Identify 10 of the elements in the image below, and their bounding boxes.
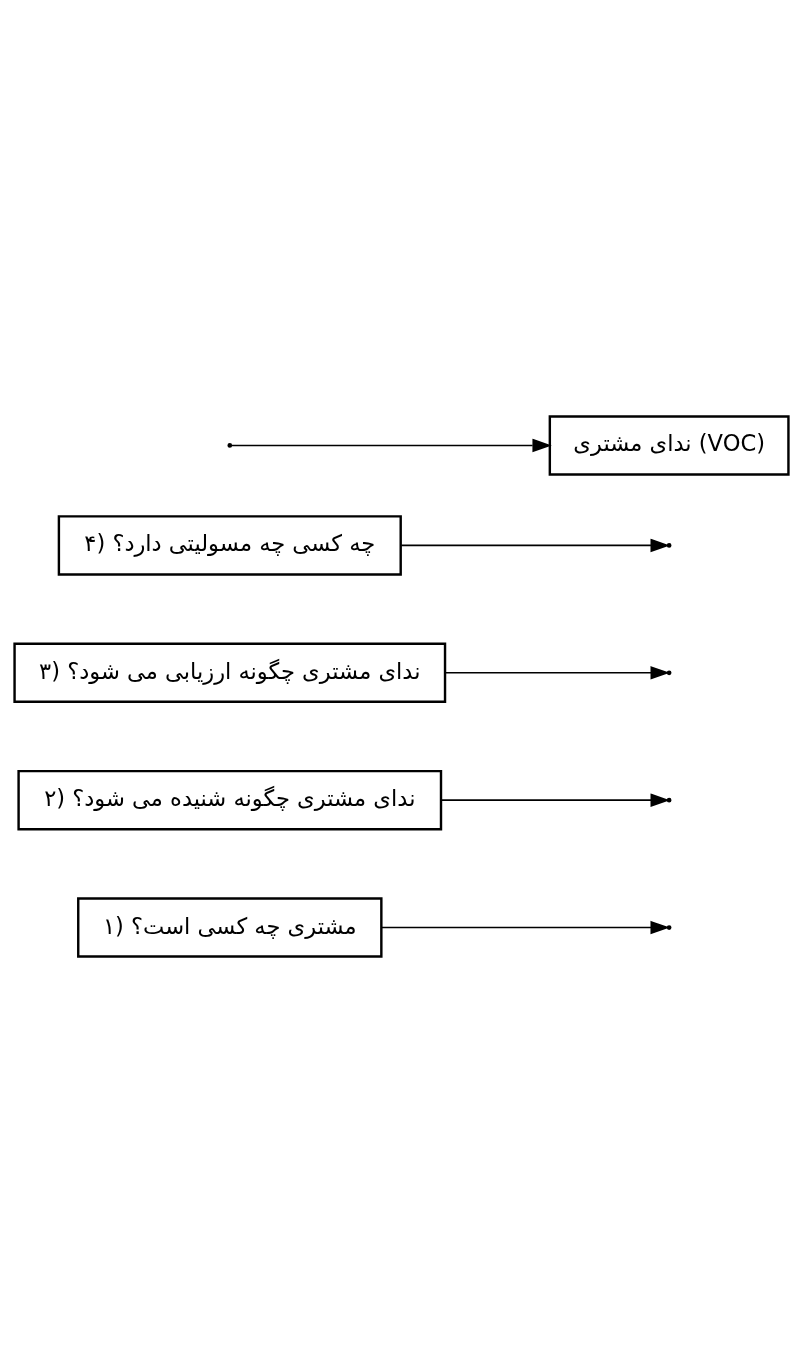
arrow <box>380 920 670 934</box>
arrow <box>230 438 552 452</box>
arrow <box>444 665 670 680</box>
node-box: ۳) ندای مشتری چگونه ارزیابی می شود؟ <box>13 642 447 703</box>
node-box: ندای مشتری (VOC) <box>548 414 790 476</box>
node-box: ۲) ندای مشتری چگونه شنیده می شود؟ <box>17 769 443 830</box>
node-box: ۱) مشتری چه کسی است؟ <box>77 896 383 958</box>
arrow <box>440 792 670 807</box>
arrow <box>400 538 670 552</box>
node-box: ۴) چه کسی چه مسولیتی دارد؟ <box>57 514 402 576</box>
